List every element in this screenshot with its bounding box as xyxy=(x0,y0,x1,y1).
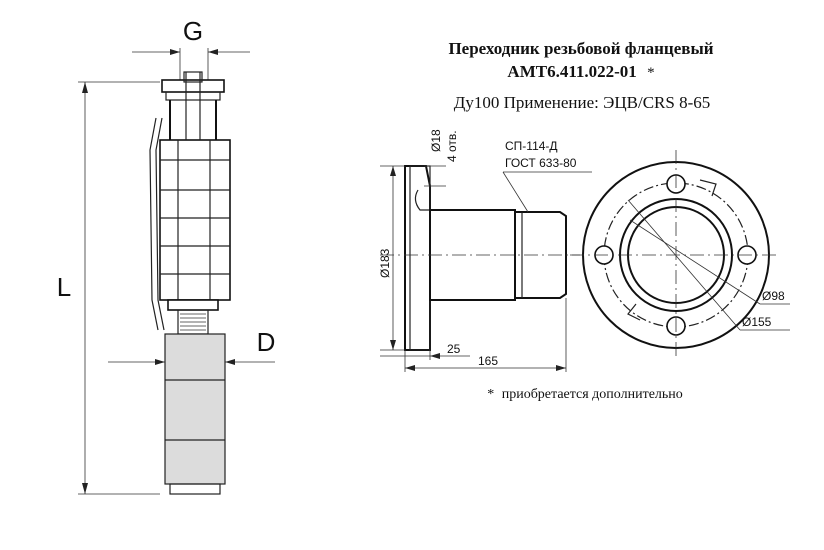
thread-spec: СП-114-Д xyxy=(505,139,558,153)
svg-text:* приобретается дополнител: * приобретается дополнительно xyxy=(487,387,683,402)
flange-front-view: Ø98 Ø155 xyxy=(570,150,790,360)
length-165: 165 xyxy=(478,354,498,368)
subtitle: Ду100 Применение: ЭЦВ/CRS 8-65 xyxy=(454,93,711,112)
adapter-side-view: Ø18 4 отв. СП-114-Д ГОСТ 633-80 Ø183 25 … xyxy=(378,129,592,372)
pump-assembly: G L D xyxy=(57,16,276,495)
label-l: L xyxy=(57,272,71,302)
label-g: G xyxy=(183,16,203,46)
svg-text:АМТ6.411.022-01 *: АМТ6.411.022-01 * xyxy=(507,62,654,81)
thread-gost: ГОСТ 633-80 xyxy=(505,156,577,170)
flange-dia: Ø183 xyxy=(378,248,392,278)
hole-dim: Ø18 xyxy=(429,129,443,152)
bolt-circle: Ø155 xyxy=(742,315,772,329)
hole-count: 4 отв. xyxy=(445,130,459,162)
offset-25: 25 xyxy=(447,342,461,356)
footnote: приобретается дополнительно xyxy=(502,387,683,402)
footnote-mark: * xyxy=(487,387,494,402)
title-line1: Переходник резьбовой фланцевый xyxy=(448,39,713,58)
label-d: D xyxy=(257,327,276,357)
title-mark: * xyxy=(647,65,655,81)
inner-dia: Ø98 xyxy=(762,289,785,303)
title-line2: АМТ6.411.022-01 xyxy=(507,62,636,81)
